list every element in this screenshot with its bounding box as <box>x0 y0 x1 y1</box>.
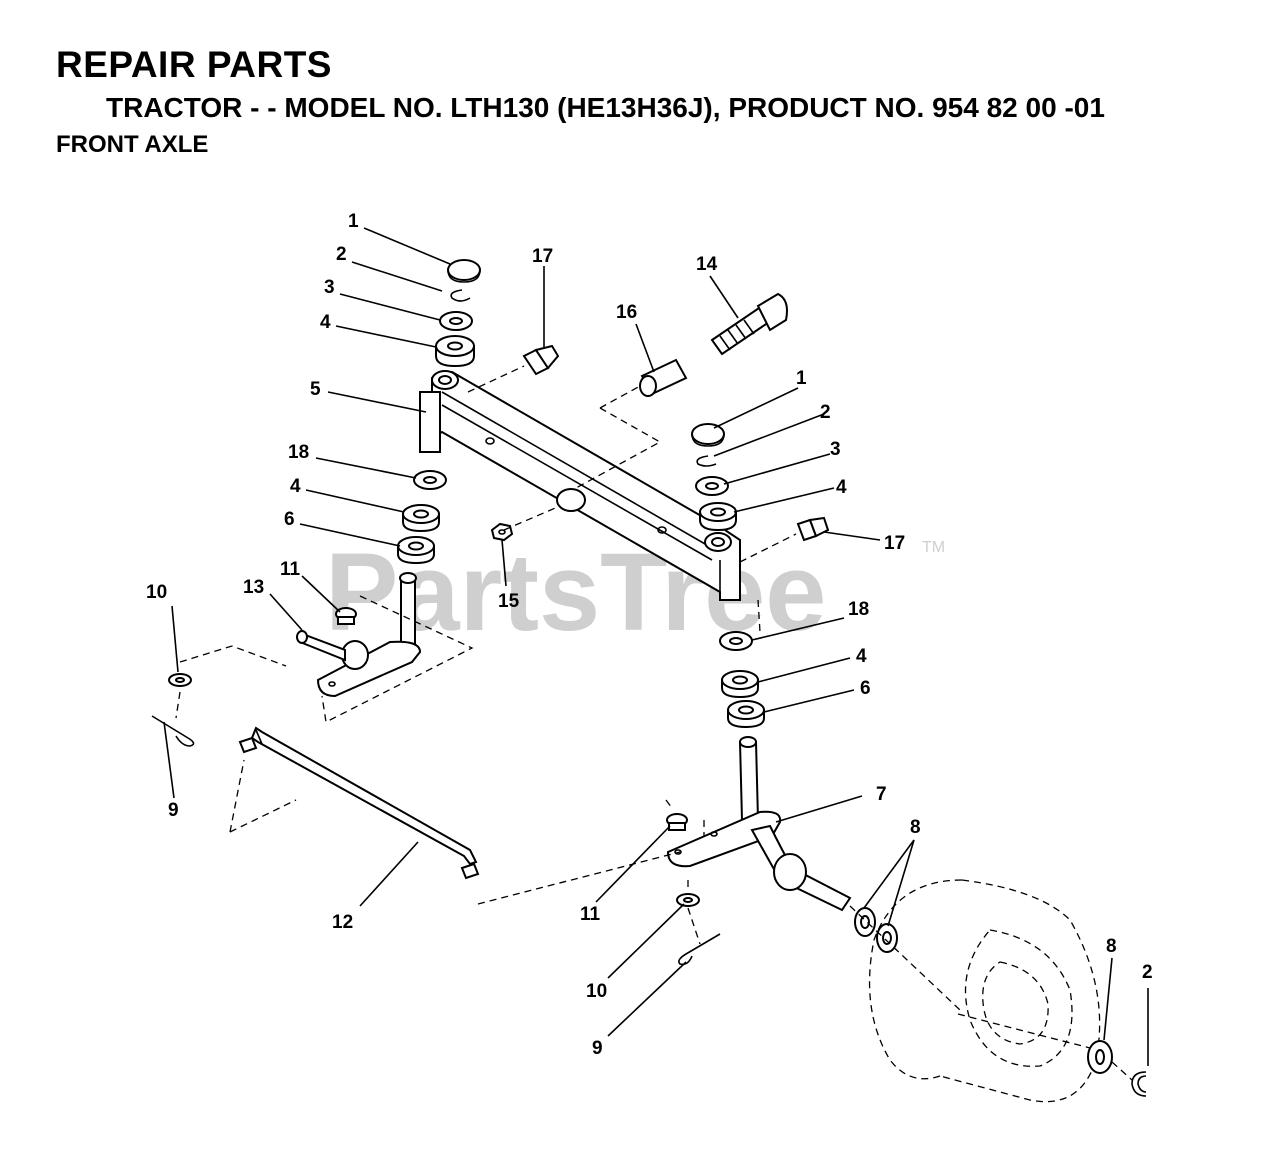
bushing-6-right <box>727 700 765 729</box>
callout-15: 15 <box>498 591 520 612</box>
nut-11-left <box>335 607 357 625</box>
callout-5: 5 <box>310 379 321 400</box>
callout-13: 13 <box>243 577 264 598</box>
callout-labels: 1 2 3 4 5 17 16 14 1 2 3 4 17 18 4 6 15 … <box>146 211 1153 1059</box>
callout-6: 6 <box>284 509 295 530</box>
cap-right <box>691 423 725 447</box>
callout-3: 3 <box>830 439 841 460</box>
callout-2: 2 <box>336 244 347 265</box>
callout-10: 10 <box>146 582 167 603</box>
model-subtitle: TRACTOR - - MODEL NO. LTH130 (HE13H36J),… <box>106 92 1105 123</box>
callout-18: 18 <box>848 599 869 620</box>
washer-8-wheel <box>1087 1040 1113 1074</box>
spindle-right <box>666 736 852 912</box>
grease-fitting-right <box>796 516 830 542</box>
retaining-ring-wheel <box>1131 1071 1147 1097</box>
retaining-ring-left <box>450 289 471 302</box>
callout-7: 7 <box>876 784 887 805</box>
bushing-4-right-bottom <box>721 670 759 699</box>
callout-8: 8 <box>910 817 921 838</box>
callout-6: 6 <box>860 678 871 699</box>
callout-4: 4 <box>320 312 331 333</box>
bushing-6-left <box>397 536 435 565</box>
callout-11: 11 <box>580 904 601 925</box>
bushing-4-right-top <box>699 502 737 532</box>
callout-4: 4 <box>836 477 847 498</box>
callout-17: 17 <box>532 246 553 267</box>
callout-16: 16 <box>616 302 637 323</box>
leader-lines <box>163 227 1149 1066</box>
section-title: FRONT AXLE <box>56 131 209 158</box>
retaining-ring-right <box>696 455 717 467</box>
callout-8: 8 <box>1106 936 1117 957</box>
washer-10-left <box>168 673 192 687</box>
drag-link <box>238 726 480 880</box>
callout-18: 18 <box>288 442 309 463</box>
nut-11-right <box>666 813 688 831</box>
grease-fitting-left <box>522 344 560 376</box>
callout-4: 4 <box>290 476 301 497</box>
assembly-guide-lines <box>175 365 1133 1081</box>
lock-nut-15 <box>490 522 514 542</box>
callout-4: 4 <box>856 646 867 667</box>
callout-17: 17 <box>884 533 905 554</box>
callout-14: 14 <box>696 254 718 275</box>
bushing-4-left-top <box>435 335 475 368</box>
callout-12: 12 <box>332 912 353 933</box>
callout-9: 9 <box>168 800 179 821</box>
washer-3-left <box>439 311 473 331</box>
page-title: REPAIR PARTS <box>56 44 332 85</box>
callout-10: 10 <box>586 981 607 1002</box>
bushing-4-left-bottom <box>402 504 440 533</box>
pivot-bolt <box>710 292 788 356</box>
callout-2: 2 <box>1142 962 1153 983</box>
washer-18-left <box>413 470 447 490</box>
front-axle-beam <box>419 370 741 601</box>
cap-left <box>447 259 481 283</box>
watermark-trademark: TM <box>922 539 945 556</box>
cotter-pin-left <box>151 715 195 747</box>
callout-1: 1 <box>348 211 359 232</box>
spacer-sleeve <box>639 358 688 397</box>
callout-3: 3 <box>324 277 335 298</box>
spindle-left <box>296 572 422 698</box>
washer-10-right <box>676 893 700 907</box>
callout-9: 9 <box>592 1038 603 1059</box>
washer-3-right <box>695 476 729 496</box>
tire-outline <box>868 879 1101 1103</box>
callout-11: 11 <box>280 559 301 580</box>
callout-2: 2 <box>820 402 831 423</box>
washer-18-right <box>719 631 753 651</box>
callout-1: 1 <box>796 368 807 389</box>
cotter-pin-right <box>678 933 721 966</box>
